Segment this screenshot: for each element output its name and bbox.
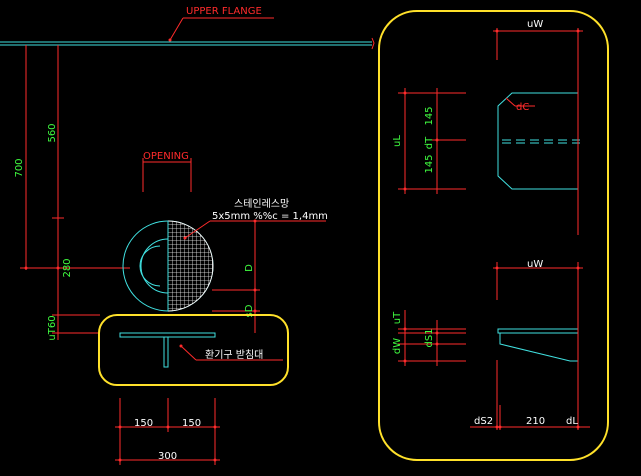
top-uw: uW [527,19,543,30]
bottom-ds1: dS1 [424,328,435,347]
mesh-title: 스테인레스망 [234,198,289,210]
opening-dimension: OPENING [142,151,192,192]
upper-flange-leader: UPPER FLANGE [168,6,274,42]
mesh-opening-circle [122,220,214,312]
bottom-detail-section: uW dS2 210 dL [398,259,590,430]
top-detail-section: uW dC [398,19,583,235]
top-145-upper: 145 [424,106,435,125]
detail-panel [378,10,609,461]
bottom-uw: uW [527,259,543,270]
dim-300: 300 [158,451,177,462]
upper-flange-label: UPPER FLANGE [186,6,262,17]
dim-560: 560 [47,123,58,142]
dim-150-left: 150 [134,418,153,429]
support-highlight-box [98,314,289,386]
top-dc: dC [516,102,529,113]
opening-label: OPENING [143,151,189,162]
dim-d: D [244,264,255,272]
mesh-spec: 5x5mm %%c = 1,4mm [212,211,328,222]
support-label: 환기구 받침대 [205,349,263,361]
upper-flange [0,37,375,50]
top-145-lower: 145 [424,154,435,173]
bottom-ds2: dS2 [474,416,493,427]
top-dt: dT [424,136,435,149]
bottom-210: 210 [526,416,545,427]
dim-150-right: 150 [182,418,201,429]
support-callout: 환기구 받침대 [179,344,283,361]
dim-280: 280 [62,258,73,277]
bottom-dl: dL [566,416,578,427]
bottom-dw: dW [392,338,403,354]
bottom-width-dims: 150 150 300 [115,398,220,465]
bottom-ut: uT [392,311,403,324]
dim-sd: sD [244,304,255,317]
vent-support-bracket [119,332,216,368]
left-dimension-lines [20,45,130,340]
mesh-callout: 스테인레스망 5x5mm %%c = 1,4mm [183,198,328,240]
top-ul: uL [392,135,403,147]
dim-ut60: uT60 [47,315,58,340]
dim-700: 700 [14,158,25,177]
